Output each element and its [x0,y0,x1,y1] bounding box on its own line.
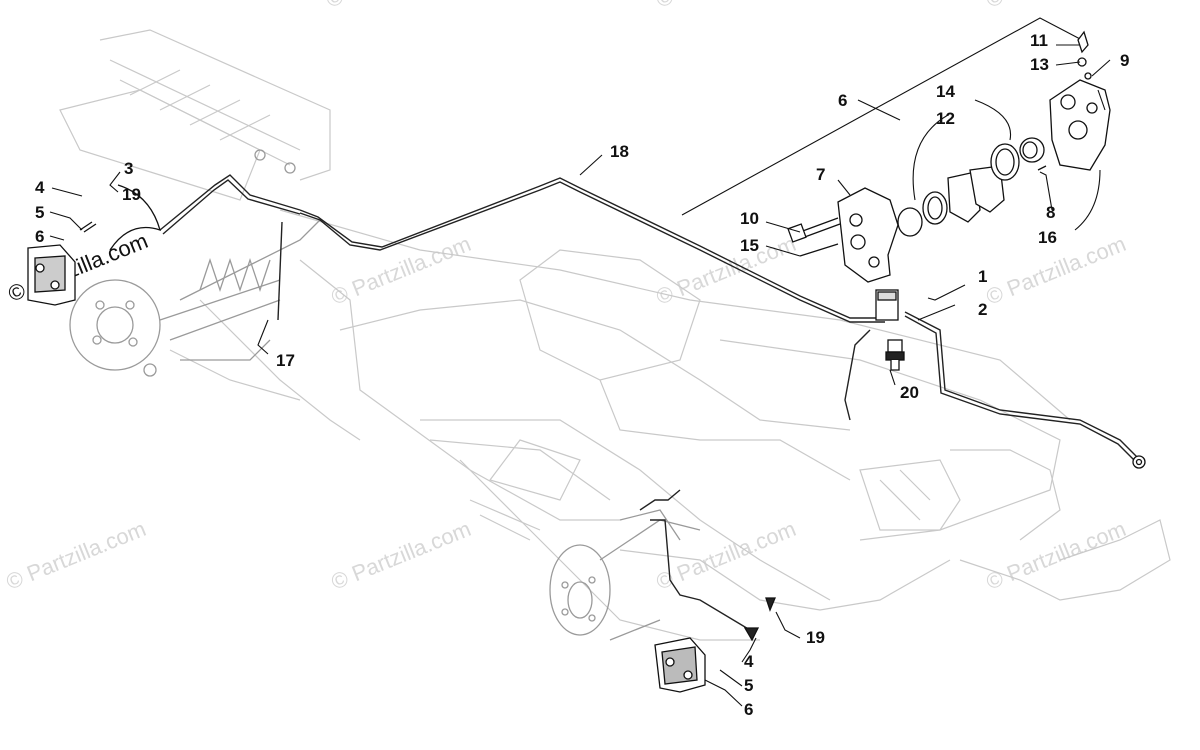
watermark: © Partzilla.com [653,231,800,310]
callout-10: 10 [740,209,759,228]
callout-labels: 1 2 3 4 19 5 6 6 14 12 11 13 9 7 10 15 8… [35,31,1129,719]
callout-6: 6 [35,227,44,246]
rear-brake-caliper [27,184,161,306]
front-brake-caliper [654,597,776,693]
callout-19: 19 [122,185,141,204]
callout-14: 14 [936,82,955,101]
callout-13: 13 [1030,55,1049,74]
atv-frame-outline [59,29,1171,641]
callout-11: 11 [1030,31,1048,50]
callout-12: 12 [936,109,955,128]
watermark: © Partzilla.com [983,516,1130,595]
leader-lines [49,44,1111,707]
watermark: © Partzilla.com [983,0,1130,13]
front-wheel-assembly [549,509,701,641]
callout-20: 20 [900,383,919,402]
watermark-dark: © Partzilla.com [5,228,152,307]
callout-2: 2 [978,300,987,319]
callout-5: 5 [35,203,44,222]
brake-lines [159,174,1141,631]
watermark: © Partzilla.com [323,0,470,13]
watermark: © Partzilla.com [653,516,800,595]
watermark: © Partzilla.com [3,516,150,595]
rear-wheel-assembly [69,149,321,377]
callout-15: 15 [740,236,759,255]
callout-17: 17 [276,351,295,370]
callout-6: 6 [744,700,753,719]
callout-5: 5 [744,676,753,695]
callout-1: 1 [978,267,987,286]
watermark: © Partzilla.com [653,0,800,13]
callout-4: 4 [744,652,754,671]
callout-16: 16 [1038,228,1057,247]
callout-6: 6 [838,91,847,110]
callout-8: 8 [1046,203,1055,222]
callout-3: 3 [124,159,133,178]
callout-4: 4 [35,178,45,197]
caliper-kit-exploded [681,17,1111,283]
callout-18: 18 [610,142,629,161]
callout-9: 9 [1120,51,1129,70]
callout-19: 19 [806,628,825,647]
brake-junction [875,289,1146,469]
watermark: © Partzilla.com [328,516,475,595]
callout-7: 7 [816,165,825,184]
